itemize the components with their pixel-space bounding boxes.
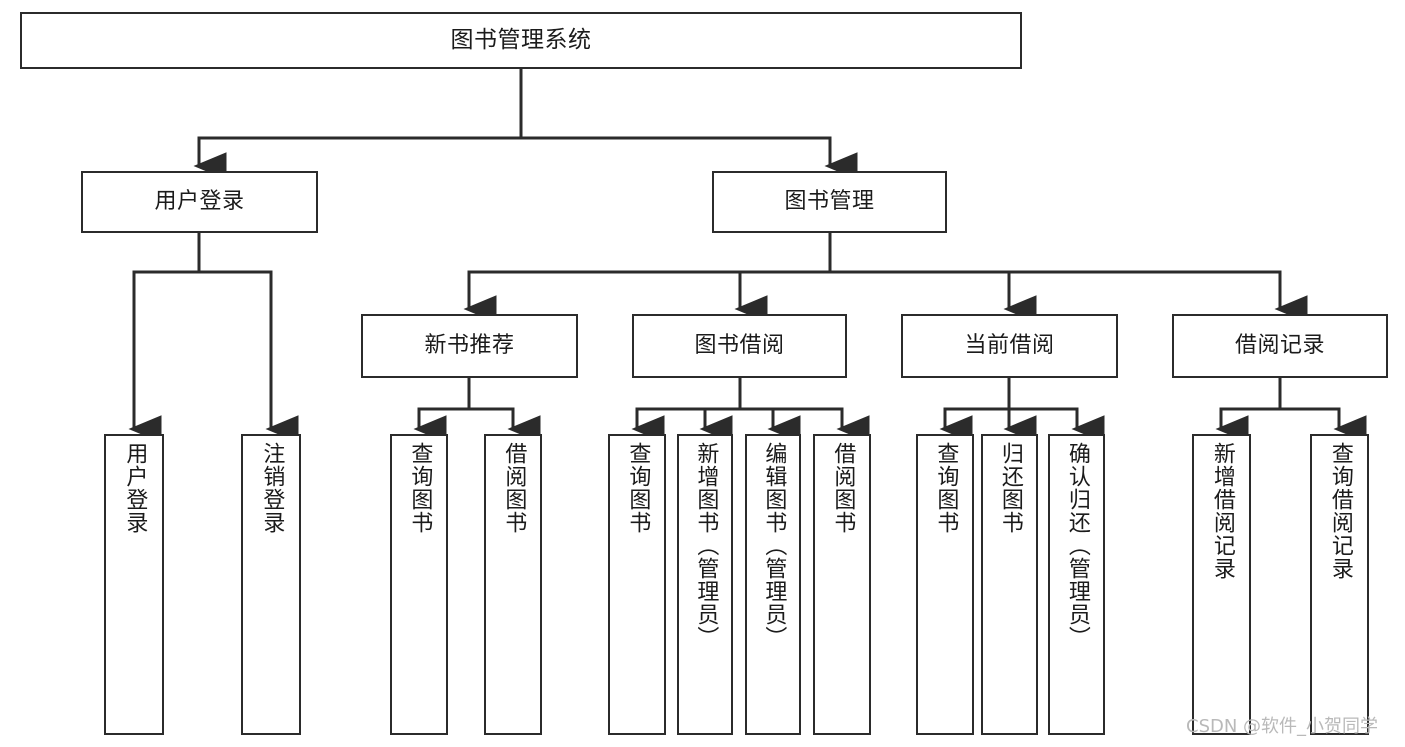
node-label: 查询借阅记录 [1327,442,1353,580]
node-book-management[interactable]: 图书管理 [712,171,947,233]
node-new-book-recommend[interactable]: 新书推荐 [361,314,578,378]
node-label: 用户登录 [122,442,148,534]
leaf-add-book-admin[interactable]: 新增图书（管理员） [677,434,733,735]
leaf-confirm-return-admin[interactable]: 确认归还（管理员） [1048,434,1105,735]
leaf-user-login[interactable]: 用户登录 [104,434,164,735]
node-root[interactable]: 图书管理系统 [20,12,1022,69]
node-label: 用户登录 [154,188,245,214]
node-label: 借阅图书 [501,442,527,534]
leaf-query-book-borrow[interactable]: 查询图书 [608,434,666,735]
node-current-borrow[interactable]: 当前借阅 [901,314,1118,378]
leaf-query-book-current[interactable]: 查询图书 [916,434,974,735]
node-label: 注销登录 [259,442,285,534]
leaf-add-borrow-record[interactable]: 新增借阅记录 [1192,434,1251,735]
node-label: 确认归还（管理员） [1064,442,1090,649]
node-label: 新书推荐 [424,332,515,358]
node-label: 查询图书 [933,442,959,534]
node-label: 归还图书 [997,442,1023,534]
leaf-logout[interactable]: 注销登录 [241,434,301,735]
leaf-return-book[interactable]: 归还图书 [981,434,1038,735]
node-label: 新增借阅记录 [1209,442,1235,580]
node-label: 借阅图书 [830,442,856,534]
leaf-query-borrow-record[interactable]: 查询借阅记录 [1310,434,1369,735]
leaf-query-book-new[interactable]: 查询图书 [390,434,448,735]
node-label: 当前借阅 [964,332,1055,358]
node-label: 新增图书（管理员） [693,442,719,649]
csdn-watermark: CSDN @软件_小贺同学 [1186,716,1379,737]
node-label: 图书管理 [784,188,875,214]
node-user-login[interactable]: 用户登录 [81,171,318,233]
node-label: 查询图书 [407,442,433,534]
leaf-edit-book-admin[interactable]: 编辑图书（管理员） [745,434,801,735]
node-label: 图书借阅 [694,332,785,358]
node-label: 借阅记录 [1234,332,1325,358]
node-label: 图书管理系统 [450,26,592,53]
leaf-borrow-book-new[interactable]: 借阅图书 [484,434,542,735]
node-borrow-record[interactable]: 借阅记录 [1172,314,1388,378]
leaf-borrow-book[interactable]: 借阅图书 [813,434,871,735]
node-book-borrow[interactable]: 图书借阅 [632,314,847,378]
node-label: 查询图书 [625,442,651,534]
node-label: 编辑图书（管理员） [761,442,787,649]
